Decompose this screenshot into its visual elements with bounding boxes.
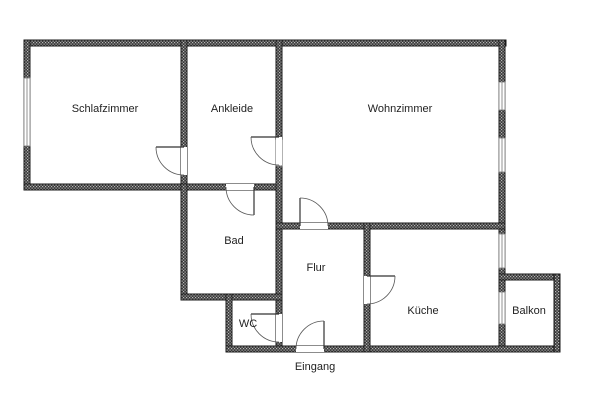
room-label-ankleide: Ankleide [211,103,253,115]
room-labels: Schlafzimmer Ankleide Wohnzimmer Bad Flu… [72,103,546,373]
room-label-wc: WC [239,318,257,330]
wall-balcony-top [498,273,561,281]
room-label-bad: Bad [224,235,244,247]
entrance-label: Eingang [295,361,335,373]
room-label-kueche: Küche [407,305,438,317]
wall-bath-left [180,183,188,301]
room-label-schlafzimmer: Schlafzimmer [72,103,139,115]
room-label-wohnzimmer: Wohnzimmer [368,103,433,115]
door-entrance [295,320,325,352]
wall-living-bottom [275,222,506,230]
wall-top [23,39,507,47]
doors [155,136,396,352]
door-bath [225,184,255,216]
door-dressing [250,136,282,166]
door-kitchen [364,275,396,305]
wall-balcony-right [553,273,561,353]
door-living [299,197,329,229]
wall-bottom [225,345,561,353]
room-label-flur: Flur [307,262,326,274]
wall-dressing-living [275,39,283,351]
door-wc [250,313,282,343]
room-label-balkon: Balkon [512,305,546,317]
walls [23,39,561,353]
wall-wc-left [225,293,233,353]
door-bedroom [155,146,187,176]
